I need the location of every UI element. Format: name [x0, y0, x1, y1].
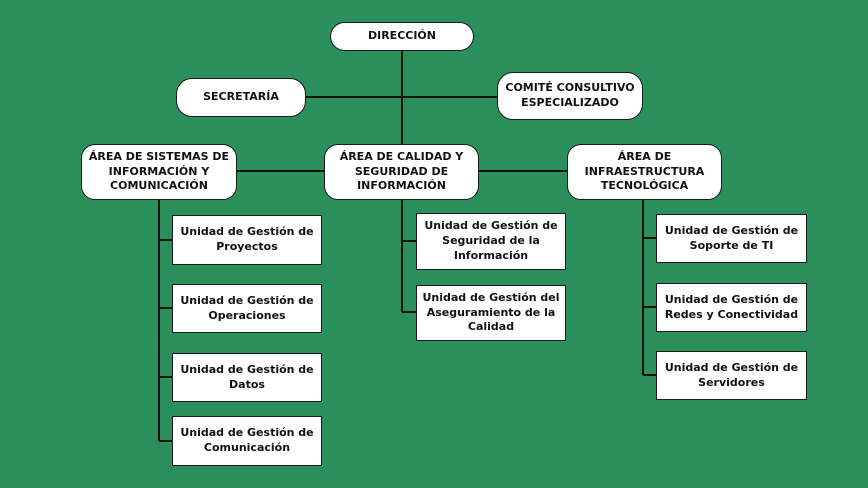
unit-proyectos: Unidad de Gestión de Proyectos: [172, 215, 322, 265]
secretaria-node: SECRETARÍA: [176, 78, 306, 117]
unit-seguridad-informacion: Unidad de Gestión de Seguridad de la Inf…: [416, 213, 566, 270]
unit-redes-conectividad: Unidad de Gestión de Redes y Conectivida…: [656, 283, 807, 332]
area-sistemas-node: ÁREA DE SISTEMAS DE INFORMACIÓN Y COMUNI…: [81, 144, 237, 200]
direccion-node: DIRECCIÓN: [330, 22, 474, 51]
unit-operaciones: Unidad de Gestión de Operaciones: [172, 284, 322, 333]
unit-datos: Unidad de Gestión de Datos: [172, 353, 322, 402]
area-calidad-node: ÁREA DE CALIDAD Y SEGURIDAD DE INFORMACI…: [324, 144, 479, 200]
comite-node: COMITÉ CONSULTIVO ESPECIALIZADO: [497, 72, 643, 120]
unit-comunicacion: Unidad de Gestión de Comunicación: [172, 416, 322, 466]
area-infraestructura-node: ÁREA DE INFRAESTRUCTURA TECNOLÓGICA: [567, 144, 722, 200]
unit-servidores: Unidad de Gestión de Servidores: [656, 351, 807, 400]
unit-aseguramiento-calidad: Unidad de Gestión del Aseguramiento de l…: [416, 285, 566, 341]
unit-soporte-ti: Unidad de Gestión de Soporte de TI: [656, 214, 807, 263]
